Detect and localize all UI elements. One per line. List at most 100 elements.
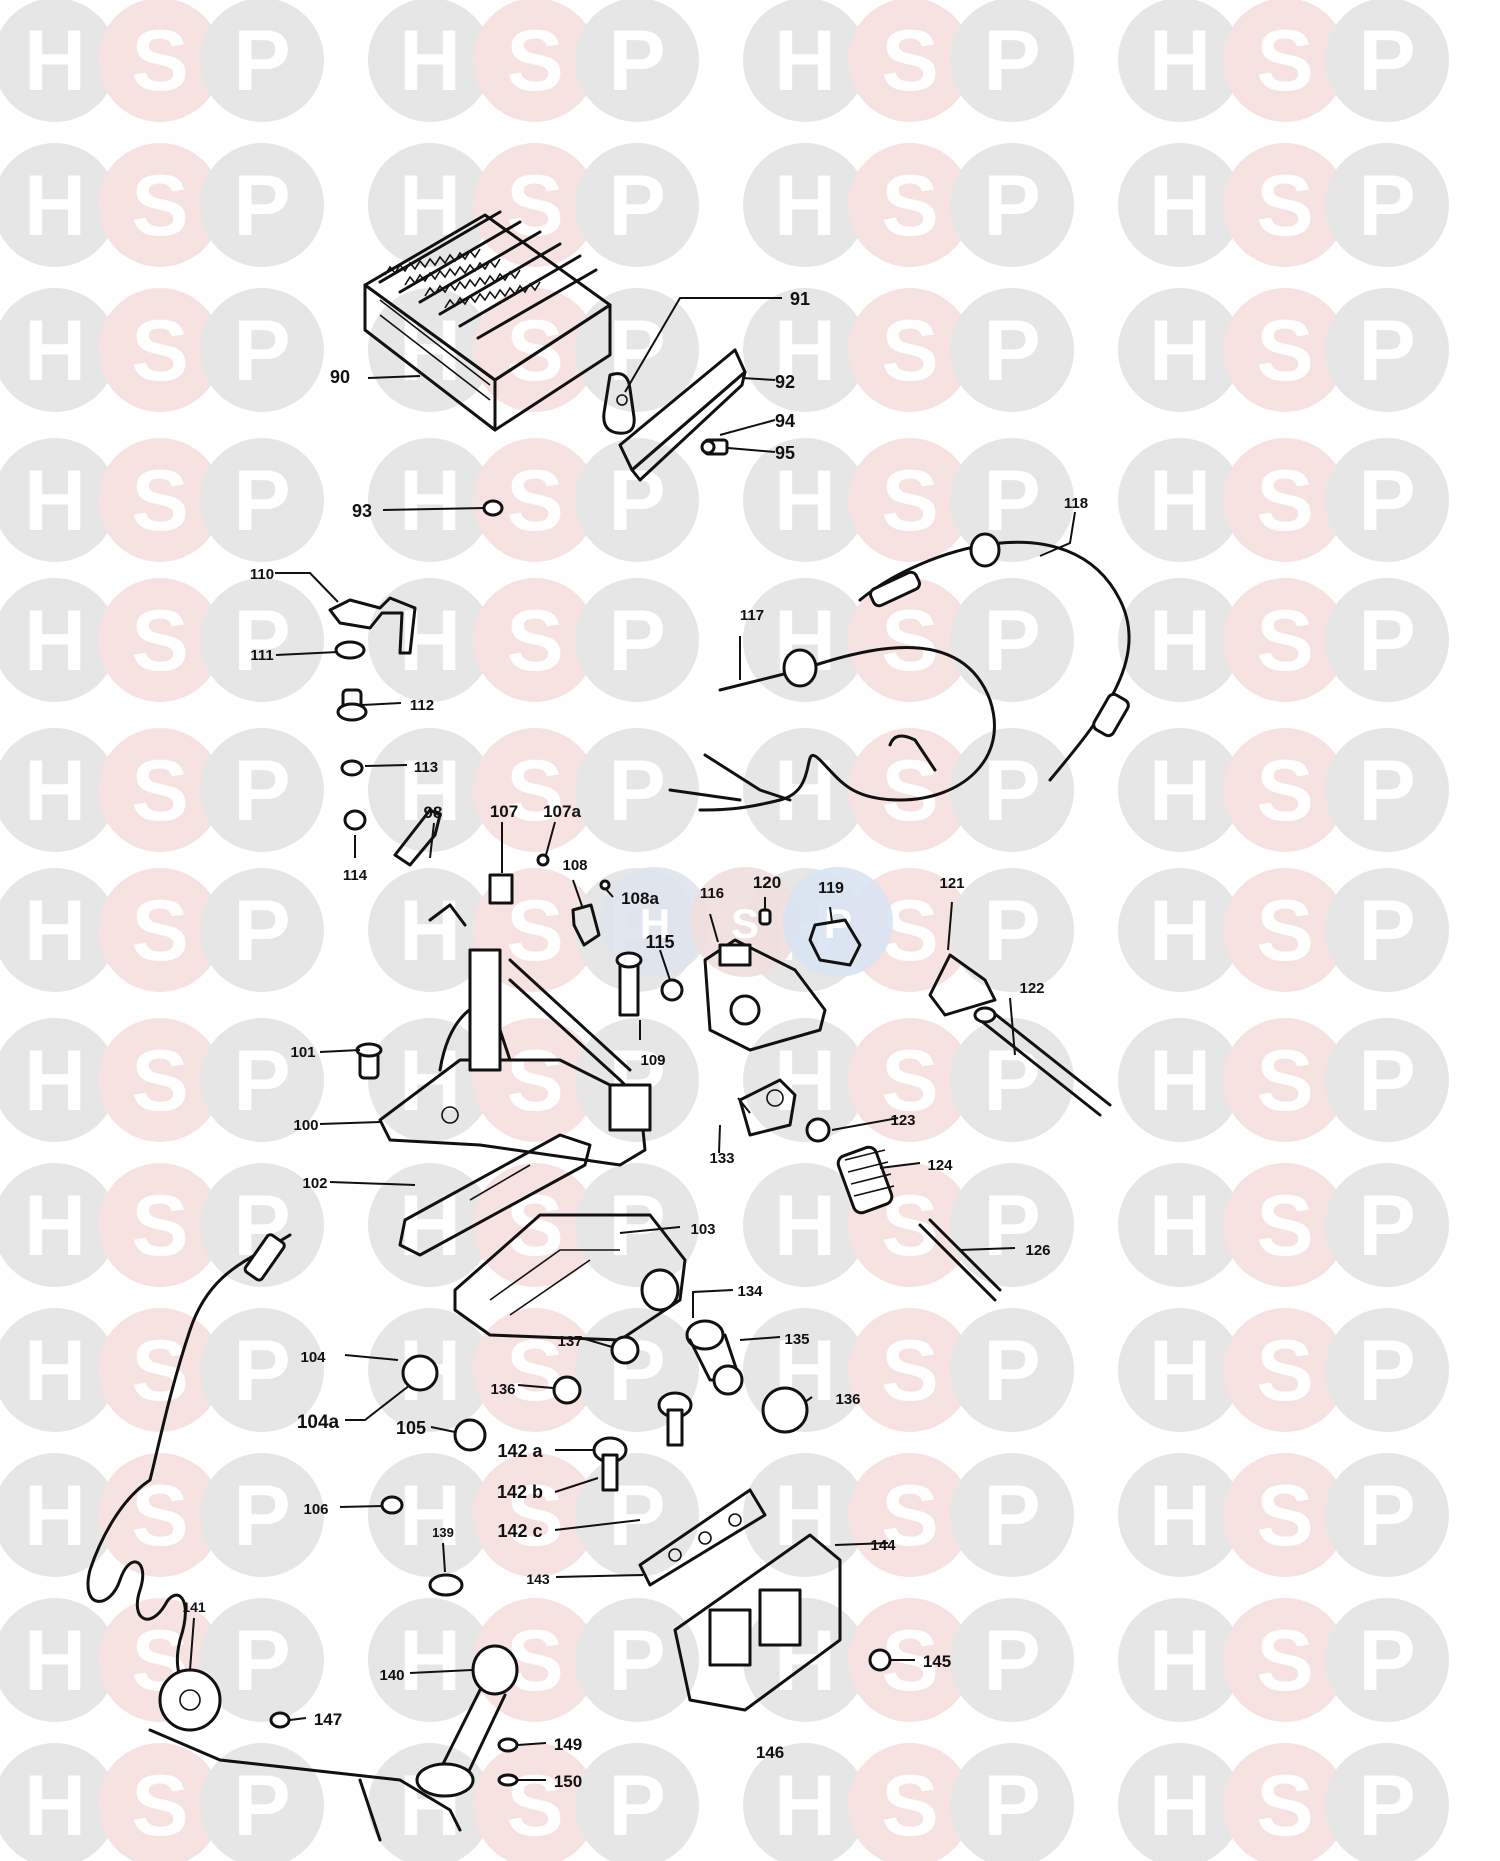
part-label-119: 119 [818,880,844,897]
watermark-circle [1223,728,1347,852]
watermark-letter: S [131,158,188,254]
part-label-117: 117 [740,607,764,624]
watermark-letter: H [1149,158,1211,254]
part-label-133: 133 [709,1150,734,1167]
watermark-letter: H [24,158,86,254]
watermark-letter: H [1149,13,1211,109]
watermark-letter: S [881,1758,938,1854]
part-label-137: 137 [557,1333,582,1350]
watermark-letter: H [24,453,86,549]
part-107-plate [488,873,514,905]
watermark-circle [1325,1453,1449,1577]
watermark-circle [368,1598,492,1722]
part-label-95: 95 [775,443,795,463]
part-label-142b: 142 b [497,1482,543,1502]
watermark-letter: P [233,1468,290,1564]
watermark-circle [575,728,699,852]
watermark-letter: P [608,453,665,549]
watermark-letter: S [506,1468,563,1564]
watermark-circle [950,0,1074,122]
watermark-circle [950,1743,1074,1861]
watermark-letter: H [1149,1468,1211,1564]
part-label-107a: 107a [543,802,581,821]
watermark-circle [368,0,492,122]
watermark-circle [1325,1743,1449,1861]
leader-lines [189,297,1076,1781]
watermark-circle [1325,0,1449,122]
watermark-circle [1325,438,1449,562]
part-149-screw [497,1737,519,1753]
watermark-circle [1223,578,1347,702]
watermark-letter: S [1256,1468,1313,1564]
watermark-letter: P [1358,1468,1415,1564]
watermark-circle [848,1743,972,1861]
watermark-circle [950,578,1074,702]
watermark-letter: S [881,303,938,399]
watermark-circle [1118,1018,1242,1142]
watermark-letter: S [1256,1758,1313,1854]
part-label-136a: 136 [490,1381,515,1398]
watermark-letter: S [1256,1613,1313,1709]
watermark-circle [1118,1163,1242,1287]
watermark-circle [200,868,324,992]
watermark-circle [0,1018,117,1142]
watermark-letter: S [506,1758,563,1854]
watermark-circle [200,1743,324,1861]
part-label-114: 114 [343,867,368,884]
part-136-nut-left [552,1375,582,1405]
part-label-90: 90 [330,367,350,387]
watermark-circle [1325,578,1449,702]
watermark-letter: H [1149,1178,1211,1274]
watermark-letter: S [881,453,938,549]
watermark-letter: S [881,1323,938,1419]
watermark-circle [473,1743,597,1861]
watermark-circle [1325,143,1449,267]
watermark-circle [848,1018,972,1142]
center-logo-letter: H [640,900,670,947]
watermark-circle [0,578,117,702]
part-98-clip [393,808,442,867]
watermark-letter: P [233,303,290,399]
watermark-letter: H [1149,1613,1211,1709]
part-label-146: 146 [756,1743,784,1762]
watermark-circle [848,143,972,267]
watermark-letter: H [1149,593,1211,689]
watermark-letter: H [774,303,836,399]
watermark-letter: P [233,453,290,549]
part-107a-screw [536,853,550,867]
watermark-letter: H [1149,1758,1211,1854]
watermark-circle [473,728,597,852]
watermark-circle [950,1453,1074,1577]
watermark-circle [0,868,117,992]
watermark-letter: P [1358,303,1415,399]
watermark-letter: P [233,1033,290,1129]
watermark-letter: H [24,743,86,839]
watermark-circle [0,1308,117,1432]
watermark-circle [1118,438,1242,562]
watermark-circle [848,0,972,122]
watermark-letter: S [881,593,938,689]
part-104-cap [401,1354,439,1392]
watermark-letter: S [1256,1323,1313,1419]
watermark-circle [98,1163,222,1287]
watermark-letter: S [881,13,938,109]
part-143-gasket [638,1488,767,1587]
part-label-112: 112 [410,697,434,714]
watermark-letter: H [399,13,461,109]
watermark-circle [200,143,324,267]
part-92-injector-bar [618,348,747,482]
watermark-letter: S [1256,593,1313,689]
watermark-letter: H [24,1468,86,1564]
watermark-letter: H [1149,883,1211,979]
watermark-letter: S [1256,13,1313,109]
watermark-circle [950,1163,1074,1287]
watermark-circle [200,1598,324,1722]
part-109-screw [615,951,643,1017]
watermark-circle [368,1163,492,1287]
watermark-letter: H [399,453,461,549]
watermark-circle [848,578,972,702]
watermark-circle [743,0,867,122]
watermark-circle [743,438,867,562]
part-label-140: 140 [379,1667,404,1684]
